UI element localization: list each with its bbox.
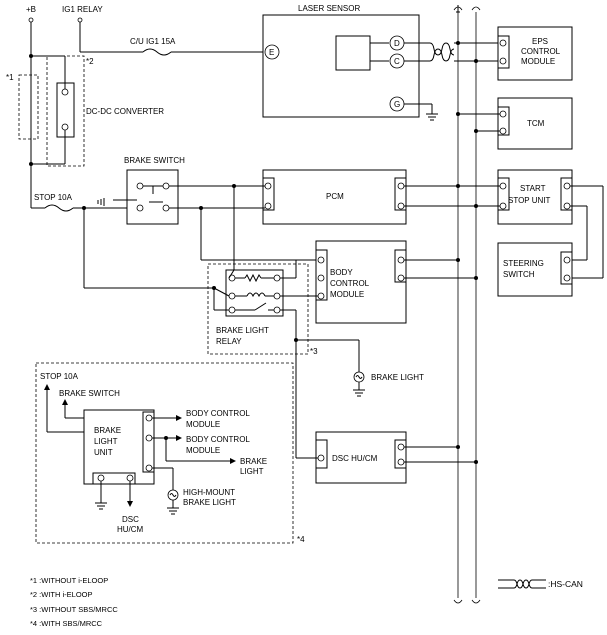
brake-switch-label: BRAKE SWITCH	[124, 156, 185, 165]
pin-g-label: G	[394, 100, 400, 109]
stop-fuse-label: STOP 10A	[34, 193, 73, 202]
brake-light-bulb	[353, 371, 365, 383]
tcm-label: TCM	[527, 119, 545, 128]
pcm-label: PCM	[326, 192, 344, 201]
bcm-label-3: MODULE	[330, 290, 364, 299]
dsc-hu-cm	[315, 431, 407, 484]
eps-label-3: MODULE	[521, 57, 555, 66]
hs-can-legend-symbol	[498, 579, 546, 589]
inset-unit-label-3: UNIT	[94, 448, 113, 457]
inset-unit-label-2: LIGHT	[94, 437, 118, 446]
high-mount-brake-light-bulb	[167, 489, 179, 501]
hs-can-legend-label: :HS-CAN	[548, 579, 583, 589]
inset-brake-light-label-2: LIGHT	[240, 467, 264, 476]
bcm-label-1: BODY	[330, 268, 353, 277]
ground-laser	[426, 113, 438, 121]
ground-brake-light	[353, 389, 365, 397]
inset-stop-label: STOP 10A	[40, 372, 79, 381]
steering-label-1: STEERING	[503, 259, 544, 268]
dsc-label: DSC HU/CM	[332, 454, 378, 463]
mark-3: *3	[310, 347, 318, 356]
relay-resistor	[244, 273, 262, 283]
bcm-label-2: CONTROL	[330, 279, 370, 288]
fuse-stop	[44, 204, 74, 212]
pin-c-label: C	[394, 57, 400, 66]
start-stop-label-1: START	[520, 184, 546, 193]
note-4: *4 :WITH SBS/MRCC	[30, 619, 103, 628]
brake-switch	[126, 169, 179, 225]
twisted-pair-laser	[429, 42, 455, 62]
laser-sensor-label: LASER SENSOR	[298, 4, 360, 13]
ground-inset-unit	[95, 502, 107, 510]
b-plus-label: +B	[26, 5, 36, 14]
steering-label-2: SWITCH	[503, 270, 535, 279]
inset-dsc-label-2: HU/CM	[117, 525, 144, 534]
inset-brake-switch-label: BRAKE SWITCH	[59, 389, 120, 398]
can-break-top-1	[456, 5, 460, 13]
body-control-module	[315, 240, 407, 324]
dcdc-dashed-area	[46, 55, 85, 167]
brake-light-label: BRAKE LIGHT	[371, 373, 424, 382]
bypass-without-ieloop	[18, 74, 39, 140]
pin-d-label: D	[394, 39, 400, 48]
high-mount-label-1: HIGH-MOUNT	[183, 488, 235, 497]
inset-brake-light-label-1: BRAKE	[240, 457, 267, 466]
fuse-cu-ig1	[142, 48, 172, 56]
inset-unit-label-1: BRAKE	[94, 426, 121, 435]
note-3: *3 :WITHOUT SBS/MRCC	[30, 605, 118, 614]
dcdc-label: DC-DC CONVERTER	[86, 107, 164, 116]
relay-coil	[246, 292, 266, 298]
brake-light-relay-dashed-area	[207, 263, 309, 355]
tcm	[497, 97, 573, 150]
ig1-terminal	[77, 17, 83, 23]
start-stop-label-2: STOP UNIT	[508, 196, 550, 205]
pin-e-label: E	[269, 48, 274, 57]
cu-ig1-fuse-label: C/U IG1 15A	[130, 37, 176, 46]
mark-4: *4	[297, 535, 305, 544]
ground-high-mount	[167, 507, 179, 515]
b-plus-terminal	[28, 17, 34, 23]
mark-2: *2	[86, 57, 94, 66]
inset-bcm1-label-2: MODULE	[186, 420, 220, 429]
inset-bcm2-label-1: BODY CONTROL	[186, 435, 250, 444]
note-2: *2 :WITH i-ELOOP	[30, 590, 93, 599]
laser-sensor-module	[335, 35, 371, 71]
inset-bcm2-label-2: MODULE	[186, 446, 220, 455]
brake-light-unit	[83, 409, 155, 485]
relay-label-1: BRAKE LIGHT	[216, 326, 269, 335]
inset-bcm1-label-1: BODY CONTROL	[186, 409, 250, 418]
eps-label-1: EPS	[532, 37, 548, 46]
eps-label-2: CONTROL	[521, 47, 561, 56]
inset-dsc-label-1: DSC	[122, 515, 139, 524]
mark-1: *1	[6, 73, 14, 82]
relay-label-2: RELAY	[216, 337, 242, 346]
pin-e	[264, 44, 280, 60]
steering-switch	[497, 242, 573, 297]
ig1-relay-label: IG1 RELAY	[62, 5, 103, 14]
ground-brake-switch	[97, 198, 105, 206]
high-mount-label-2: BRAKE LIGHT	[183, 498, 236, 507]
note-1: *1 :WITHOUT i-ELOOP	[30, 576, 108, 585]
inset-with-sbs-mrcc	[35, 362, 294, 544]
